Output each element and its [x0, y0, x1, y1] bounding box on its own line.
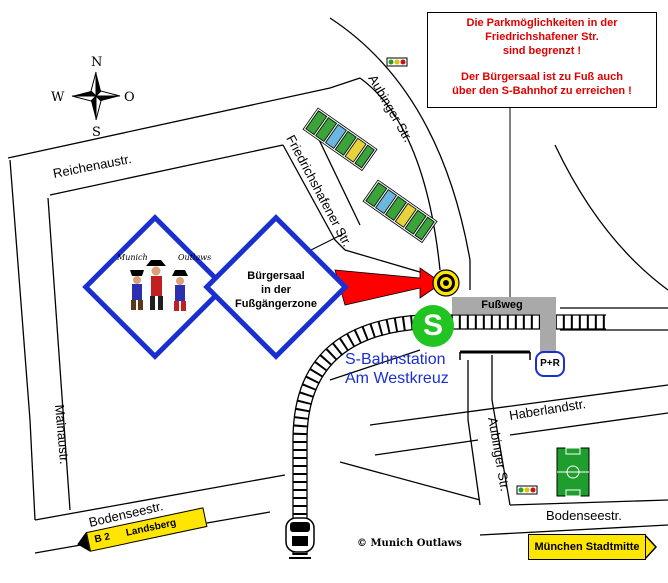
compass-south: S: [92, 125, 101, 140]
notice-line-3: sind begrenzt !: [502, 45, 582, 57]
notice-line-5: über den S-Bahnhof zu erreichen !: [452, 85, 632, 97]
notice-line-1: Die Parkmöglichkeiten in der: [466, 17, 618, 29]
city-center-sign: München Stadtmitte: [528, 534, 646, 560]
logo-text-outlaws: Outlaws: [178, 253, 211, 262]
parking-cars-icon: [302, 107, 438, 244]
venue-diamond: [203, 214, 349, 360]
b2-number: B 2: [93, 531, 112, 546]
notice-line-2: Friedrichshafener Str.: [485, 31, 599, 43]
parking-notice: Die Parkmöglichkeiten in der Friedrichsh…: [427, 12, 657, 108]
venue-label: Bürgersaal in der Fußgängerzone: [223, 269, 329, 311]
footpath-label: Fußweg: [462, 297, 542, 314]
compass-east: O: [124, 90, 135, 105]
railway-tracks: [292, 314, 606, 555]
train-icon: [285, 517, 315, 559]
street-aubinger-str-north: Aubinger Str.: [365, 72, 416, 145]
park-and-ride-sign: P+R: [535, 351, 565, 377]
traffic-light-icon: [386, 57, 408, 67]
traffic-light-icon: [516, 485, 538, 495]
street-aubinger-str-south: Aubinger Str.: [485, 416, 513, 493]
street-haberlandstr: Haberlandstr.: [508, 396, 587, 423]
sbahn-line-1: S-Bahnstation: [345, 351, 446, 368]
venue-line-3: Fußgängerzone: [235, 298, 317, 310]
sbahn-line-2: Am Westkreuz: [345, 370, 449, 387]
compass-west: W: [51, 90, 65, 105]
copyright-text: © Munich Outlaws: [357, 538, 462, 549]
sbahn-station-name: S-Bahnstation Am Westkreuz: [345, 350, 495, 388]
venue-line-2: in der: [261, 284, 291, 296]
soccer-field-icon: [556, 447, 590, 497]
compass-rose-icon: N S W O: [51, 55, 135, 140]
munich-outlaws-logo: Munich Outlaws: [116, 253, 211, 311]
sbahn-logo-icon: S: [412, 305, 454, 347]
venue-line-1: Bürgersaal: [247, 270, 305, 282]
direction-arrow: [334, 267, 443, 306]
logo-text-munich: Munich: [116, 253, 148, 262]
street-bodenseestr-east: Bodenseestr.: [546, 508, 622, 523]
street-reichenaustr: Reichenaustr.: [52, 151, 133, 181]
city-sign-arrow-fill: [644, 535, 655, 559]
compass-north: N: [91, 55, 102, 70]
street-mainaustr: Mainaustr.: [52, 404, 72, 465]
target-marker-icon: [432, 269, 460, 297]
notice-line-4: Der Bürgersaal ist zu Fuß auch: [461, 71, 623, 83]
venue-pointer: [304, 232, 346, 254]
